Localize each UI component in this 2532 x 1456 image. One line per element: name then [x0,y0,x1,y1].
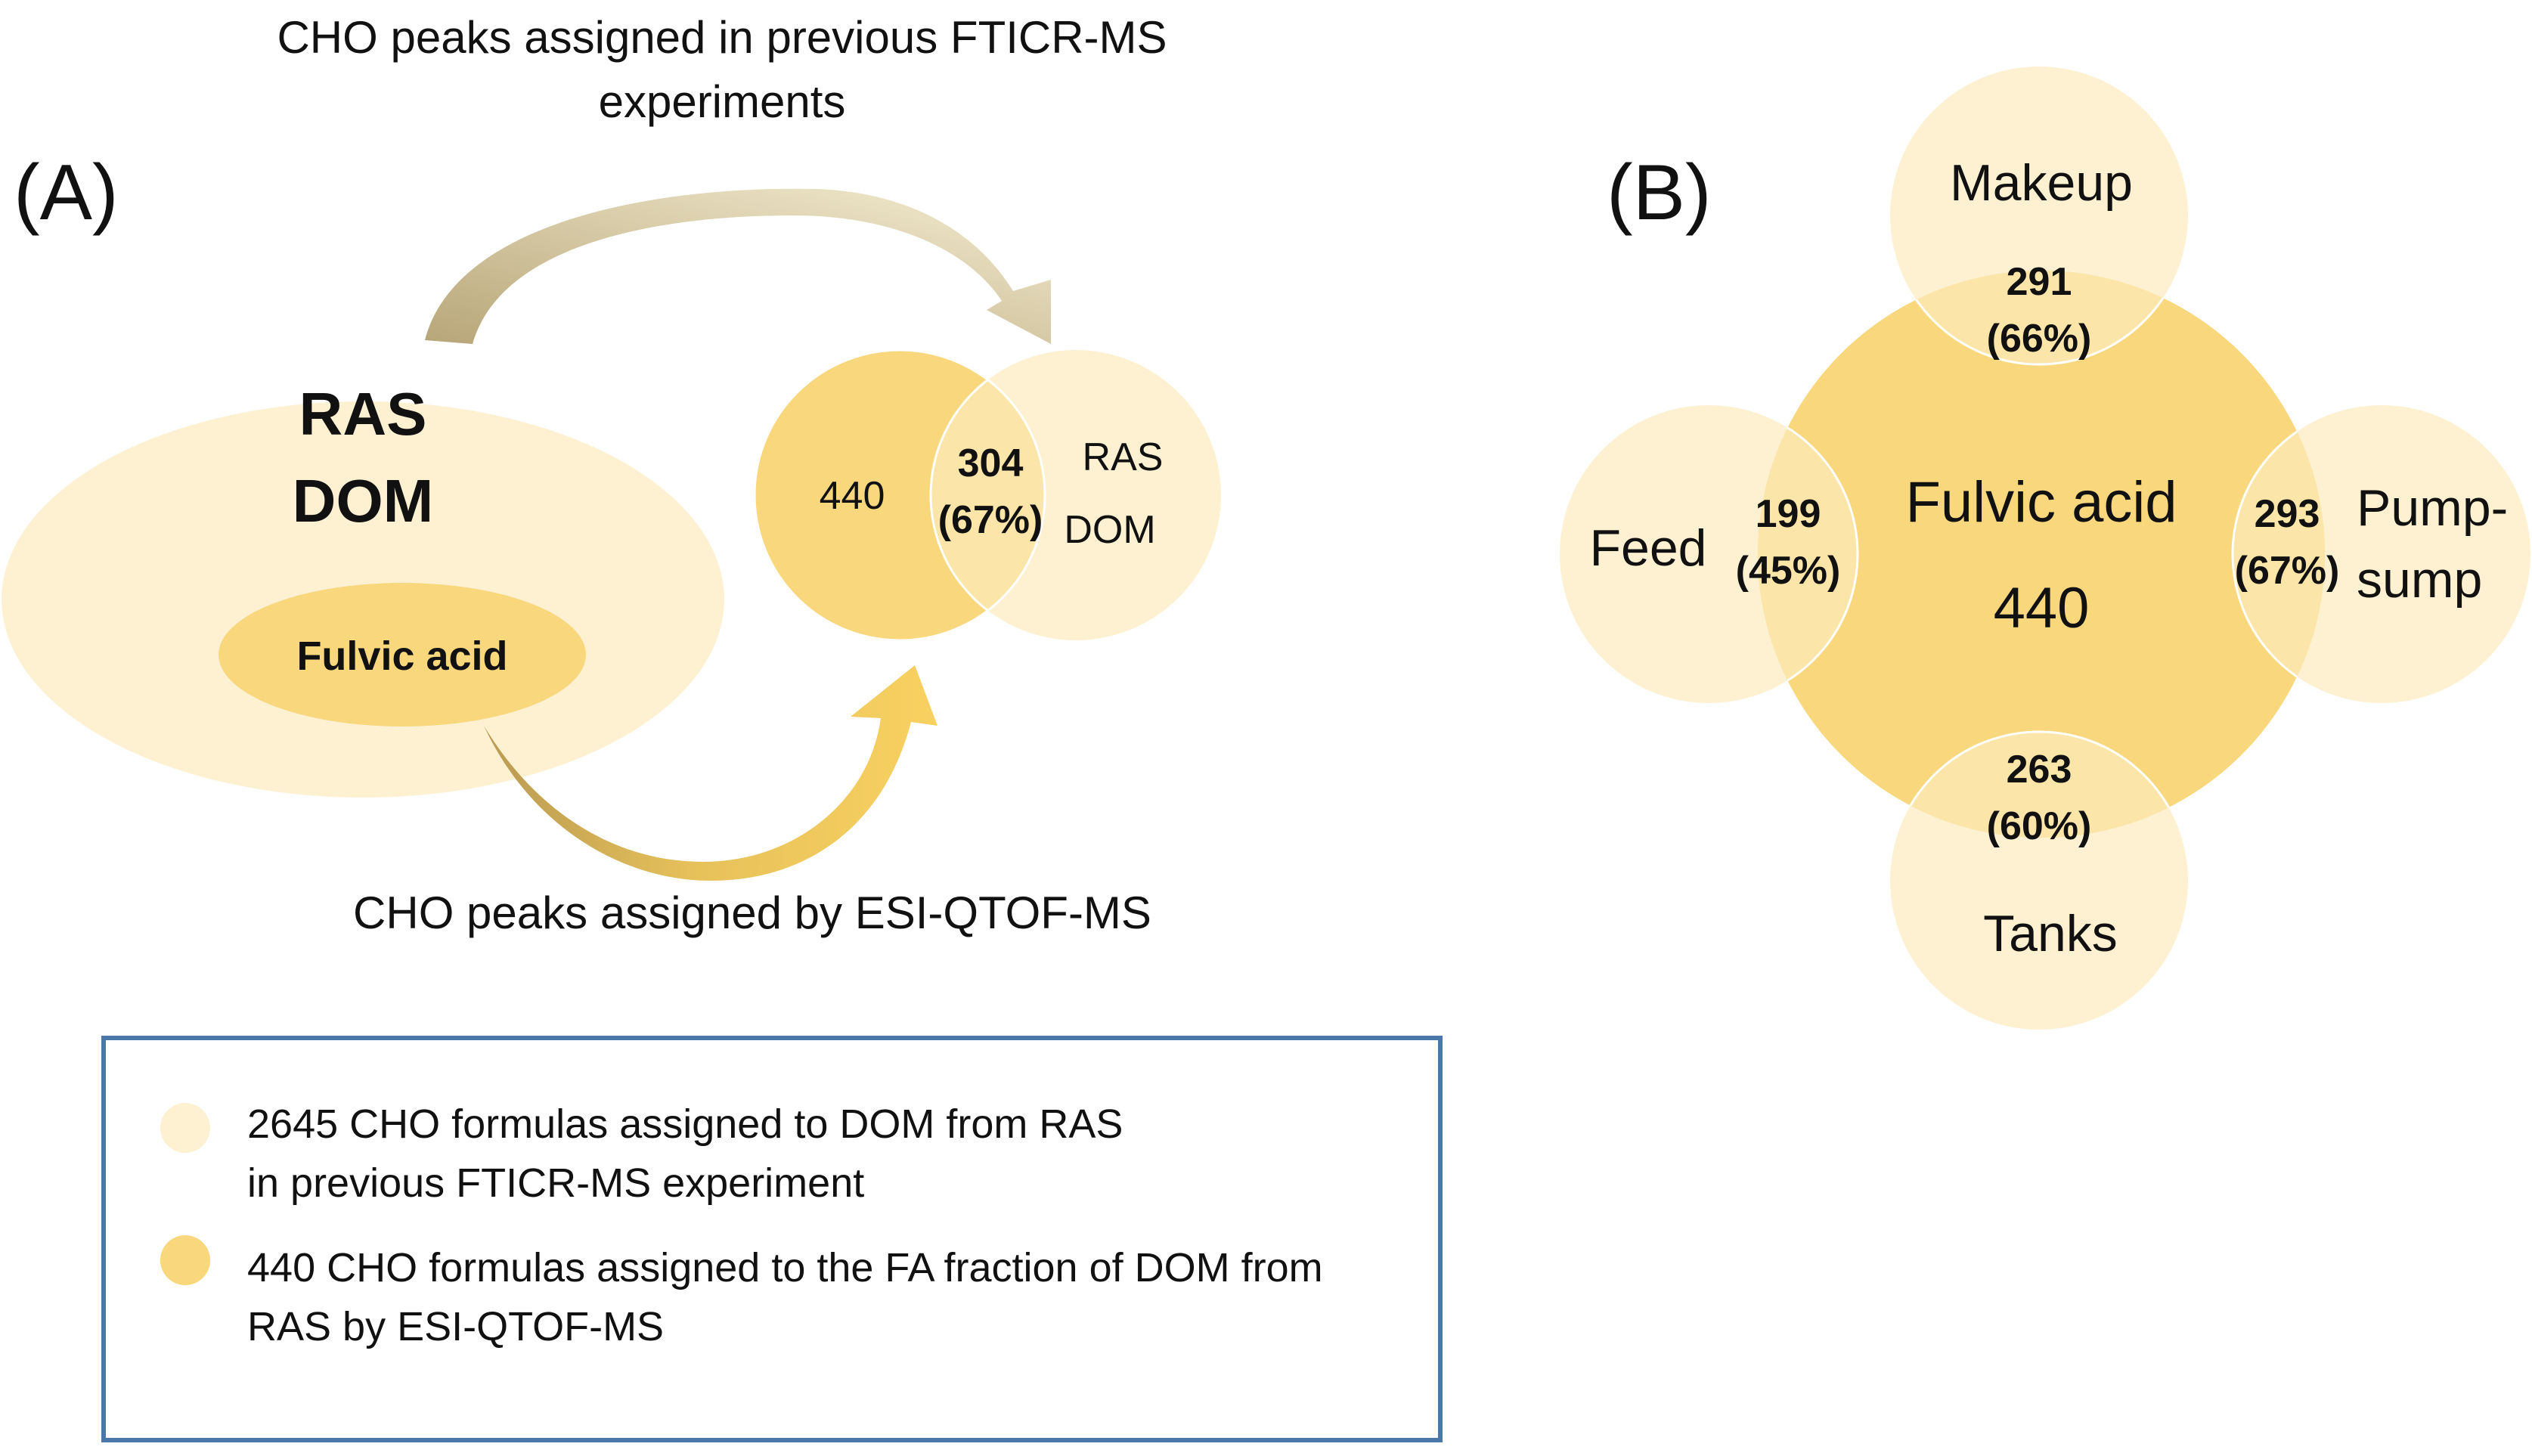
legend-item2-line1: 440 CHO formulas assigned to the FA frac… [247,1245,1323,1290]
tanks-value: 263 [2007,748,2072,792]
feed-overlap [1758,405,1858,703]
pump-sump-outline [2231,404,2325,705]
venn-overlap-value: 304 [958,441,1024,485]
top-curved-arrow [425,188,1051,344]
venn-right-ras: RAS [1083,435,1164,479]
panel-b-label: (B) [1607,149,1712,237]
venn-left-value: 440 [820,474,885,518]
ras-label: RAS [299,380,427,448]
top-caption-line1: CHO peaks assigned in previous FTICR-MS [277,12,1167,63]
panel-a-label: (A) [14,149,119,237]
legend-dark-swatch [160,1235,210,1285]
feed-pct: (45%) [1736,549,1841,593]
legend-box [101,1036,1443,1442]
venn-fa-outline [753,349,1046,642]
sump-label: sump [2357,551,2482,609]
tanks-outline [1889,730,2190,838]
venn-right-dom: DOM [1064,508,1155,552]
bottom-curved-arrow [484,665,937,881]
dom-label: DOM [293,467,434,534]
legend-item1-line2: in previous FTICR-MS experiment [247,1160,864,1206]
fulvic-acid-center-circle [1758,271,2325,838]
legend-item1-line1: 2645 CHO formulas assigned to DOM from R… [247,1101,1123,1147]
fulvic-acid-label: Fulvic acid [296,634,507,679]
feed-outline [1758,404,1859,705]
pump-sump-value: 293 [2255,492,2320,536]
venn-overlap [931,350,1045,640]
tanks-pct: (60%) [1987,804,2092,848]
tanks-overlap [1890,732,2188,838]
legend-item2-line2: RAS by ESI-QTOF-MS [247,1304,664,1349]
fulvic-acid-center-value: 440 [1994,576,2090,640]
fulvic-acid-center-label: Fulvic acid [1906,470,2177,534]
makeup-label: Makeup [1950,154,2133,212]
tanks-label: Tanks [1983,905,2118,962]
feed-label: Feed [1590,519,1707,577]
fulvic-acid-ellipse [218,583,586,726]
pump-sump-overlap [2233,405,2325,703]
feed-value: 199 [1756,492,1821,536]
pump-sump-pct: (67%) [2235,549,2340,593]
makeup-pct: (66%) [1987,317,2092,361]
legend-light-swatch [160,1103,210,1153]
venn-ras-dom-outline [929,350,1045,640]
bottom-caption: CHO peaks assigned by ESI-QTOF-MS [353,888,1151,938]
makeup-value: 291 [2007,260,2072,304]
makeup-overlap [1890,271,2188,364]
makeup-outline [1889,271,2190,366]
venn-overlap-pct: (67%) [938,498,1043,542]
pump-label: Pump- [2357,479,2508,537]
top-caption-line2: experiments [599,76,846,127]
